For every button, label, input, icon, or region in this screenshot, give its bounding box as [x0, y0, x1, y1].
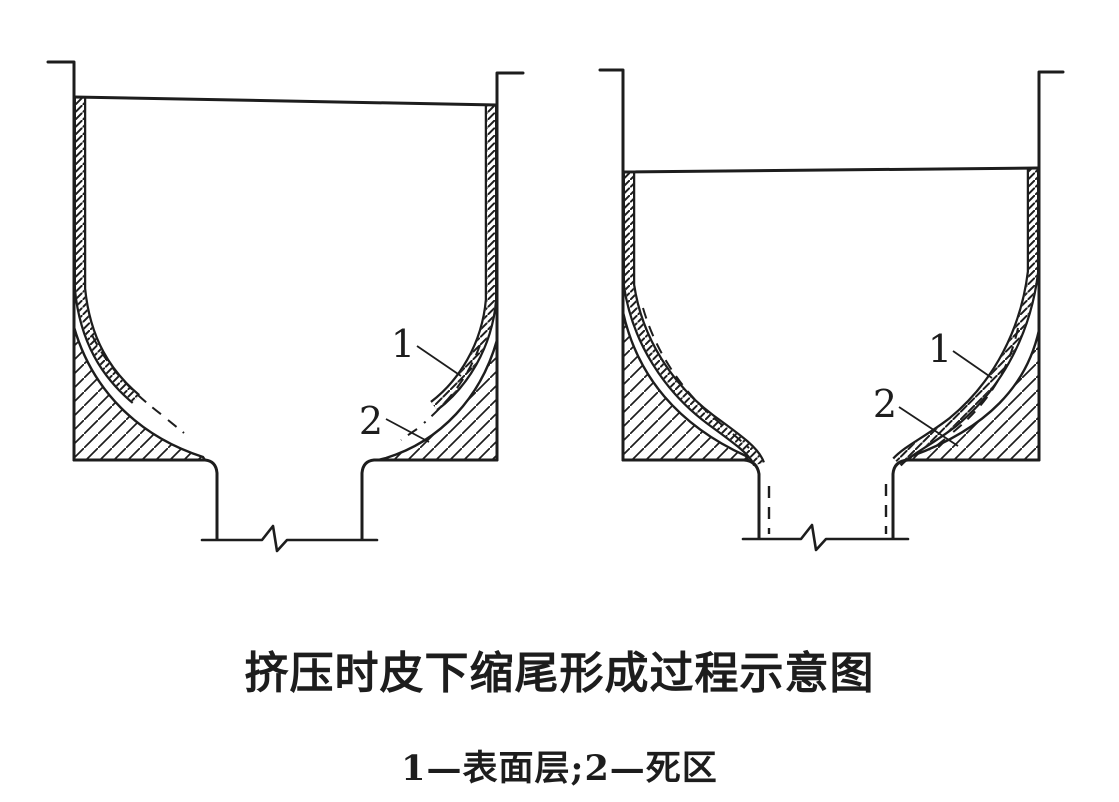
- surface-layer-band-left: [622, 172, 765, 467]
- leader-line-2: [385, 418, 430, 443]
- leader-line-1: [416, 345, 462, 377]
- dead-zone-left-hatch: [621, 310, 750, 462]
- label-surface-layer: 1: [391, 322, 415, 366]
- die-shoulder-left: [72, 458, 219, 541]
- leader-line-2: [898, 406, 959, 447]
- diagram-stage-1: 1 2: [46, 60, 525, 553]
- figure-caption-legend: 1—表面层;2—死区: [401, 748, 718, 789]
- rod-break-symbol: [741, 523, 910, 552]
- label-surface-layer: 1: [928, 327, 952, 371]
- die-shoulder-right: [891, 458, 1041, 540]
- flow-line-dashed-right: [929, 327, 1019, 452]
- extrusion-diagrams: 1 2: [46, 60, 1065, 553]
- billet-top-surface: [72, 95, 499, 107]
- surface-layer-band-right: [430, 105, 498, 411]
- die-shoulder-right: [360, 458, 499, 541]
- container-wall-right: [495, 71, 525, 462]
- container-wall-left: [46, 60, 76, 462]
- dead-zone-left-hatch: [72, 325, 207, 462]
- flow-line-dashed-left: [642, 307, 750, 449]
- flow-line-dashed-left: [91, 334, 185, 434]
- flow-line-dashed-right: [400, 344, 481, 441]
- dead-zone-right-hatch: [376, 338, 499, 462]
- diagram-stage-2: 1 2: [598, 68, 1065, 552]
- leader-line-1: [952, 350, 993, 379]
- surface-layer-band-right: [892, 168, 1040, 467]
- billet-top-surface: [621, 166, 1041, 174]
- surface-layer-band-left: [73, 97, 141, 404]
- figure-caption-title: 挤压时皮下缩尾形成过程示意图: [244, 648, 875, 699]
- label-dead-zone: 2: [359, 399, 383, 443]
- rod-break-symbol: [200, 524, 379, 553]
- container-wall-left: [598, 68, 625, 462]
- die-shoulder-left: [621, 458, 761, 540]
- label-dead-zone: 2: [873, 382, 897, 426]
- container-wall-right: [1037, 70, 1065, 462]
